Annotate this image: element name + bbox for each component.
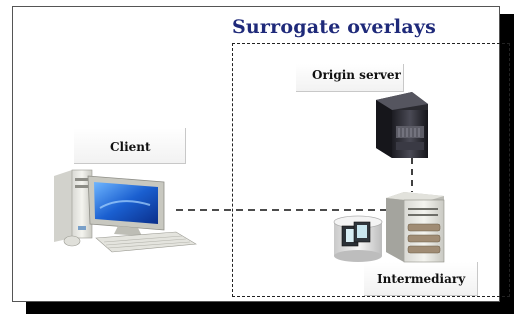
- intermediary-server-icon: [386, 192, 445, 263]
- client-label: Client: [110, 140, 151, 154]
- origin-server-icon: [376, 92, 428, 158]
- surrogate-overlay-region: [232, 43, 510, 297]
- intermediary-label: Intermediary: [377, 272, 466, 286]
- client-label-box: Client: [74, 128, 186, 164]
- origin-server-label-box: Origin server: [296, 64, 404, 92]
- cache-store-icon: [333, 215, 383, 262]
- diagram-title: Surrogate overlays: [232, 16, 436, 38]
- intermediary-label-box: Intermediary: [364, 262, 478, 296]
- origin-server-label: Origin server: [312, 68, 401, 82]
- client-computer-icon: [54, 169, 197, 253]
